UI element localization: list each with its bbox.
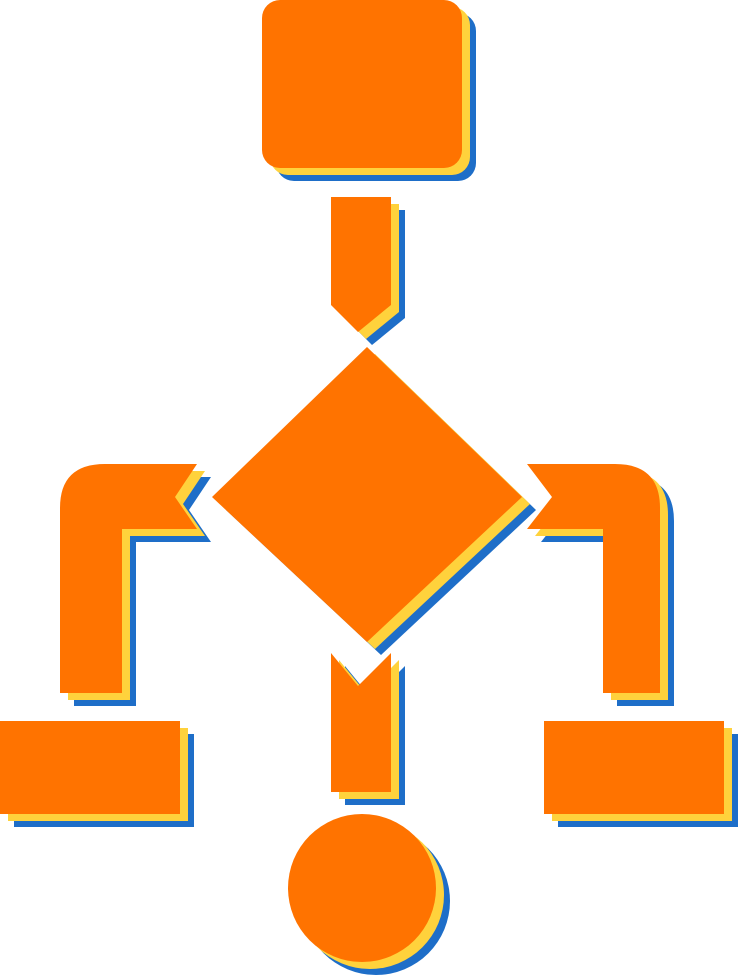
bottom-connector xyxy=(331,653,391,792)
right-output-box xyxy=(544,721,724,814)
decision-diamond xyxy=(212,347,522,642)
right-elbow-connector xyxy=(527,464,660,693)
start-box xyxy=(262,0,462,168)
end-circle xyxy=(288,814,436,962)
top-connector xyxy=(331,197,391,332)
left-output-box xyxy=(0,721,180,814)
